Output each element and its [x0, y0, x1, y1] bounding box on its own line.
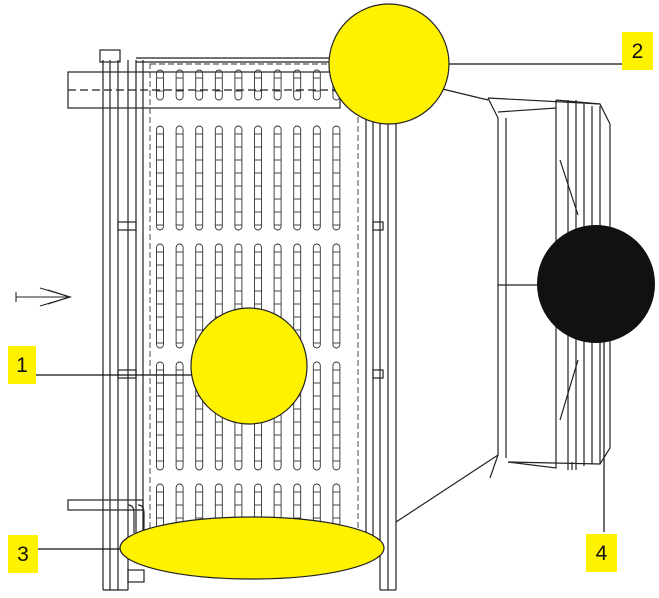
highlight-circle-1 [190, 307, 308, 425]
fin-tube-slot [293, 125, 302, 231]
airflow-arrow-icon [15, 287, 72, 307]
fin-tube-slot [254, 69, 262, 101]
fin-tube-slot [312, 69, 321, 101]
frame [67, 49, 499, 591]
callout-label-3: 3 [17, 543, 29, 566]
fin-tube-slot [312, 243, 321, 349]
callout-label-2: 2 [631, 40, 644, 63]
fin-tube-slot [332, 125, 341, 231]
fin-tube-slot [312, 361, 321, 471]
callout-box-3 [8, 535, 38, 573]
highlight-circle-2 [328, 3, 450, 125]
fin-tubes [156, 69, 341, 531]
callout-box-1 [8, 346, 36, 384]
fin-tube-slot [273, 125, 282, 231]
callout-label-1: 1 [16, 354, 28, 377]
fin-tube-slot [254, 125, 262, 231]
motor-circle-4 [537, 225, 655, 343]
fin-tube-slot [156, 483, 164, 531]
fin-tube-slot [332, 361, 341, 471]
fin-tube-slot [195, 125, 204, 231]
fin-tube-slot [214, 69, 223, 101]
fin-tube-slot [156, 361, 164, 471]
callout-box-2 [622, 32, 653, 70]
fin-tube-slot [175, 361, 184, 471]
fin-tube-slot [175, 243, 184, 349]
fin-tube-slot [293, 69, 302, 101]
fin-tube-slot [195, 69, 204, 101]
fin-tube-slot [234, 125, 243, 231]
tube-core [149, 63, 359, 539]
fin-tube-slot [273, 69, 282, 101]
leader-lines [36, 63, 622, 550]
highlight-ellipse-3 [119, 516, 385, 580]
fin-tube-slot [234, 69, 243, 101]
fin-tube-slot [175, 69, 184, 101]
fin-tube-slot [175, 125, 184, 231]
callout-label-4: 4 [595, 542, 608, 565]
fin-tube-slot [156, 243, 164, 349]
fin-tube-slot [214, 125, 223, 231]
fin-tube-slot [156, 69, 164, 101]
fin-tube-slot [156, 125, 164, 231]
fin-tube-slot [332, 243, 341, 349]
callout-box-4 [586, 534, 617, 572]
fin-tube-slot [312, 125, 321, 231]
